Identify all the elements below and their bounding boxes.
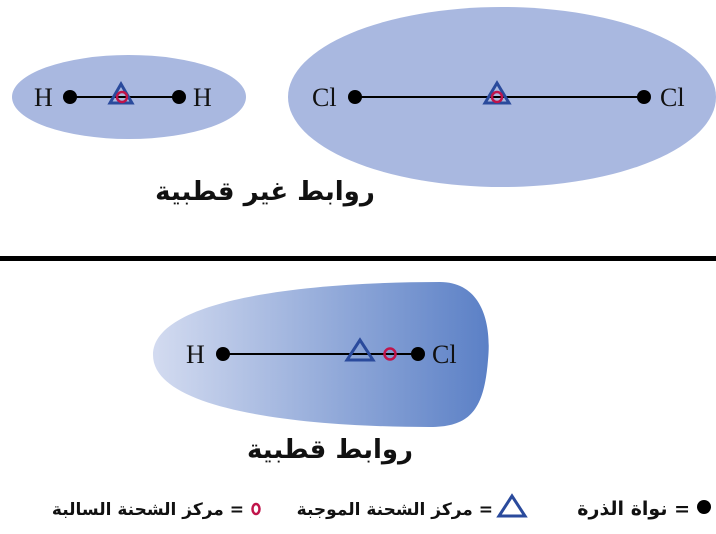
negative-center-icon <box>383 347 397 361</box>
nucleus-dot <box>637 90 651 104</box>
positive-center-legend-icon <box>496 493 528 518</box>
nucleus-dot <box>216 347 230 361</box>
cl2-molecule: Cl Cl <box>288 7 716 187</box>
nucleus-dot <box>172 90 186 104</box>
polar-bonds-label: روابط قطبية <box>247 435 413 465</box>
nucleus-legend-icon <box>697 500 711 514</box>
legend: = نواة الذرة = مركز الشحنة الموجبة = مرك… <box>52 493 711 520</box>
nonpolar-bonds-label: روابط غير قطبية <box>155 177 375 207</box>
negative-center-icon <box>115 90 129 104</box>
nucleus-dot <box>411 347 425 361</box>
legend-negative-center: = مركز الشحنة السالبة <box>52 500 244 520</box>
h2-molecule: H H <box>12 55 246 139</box>
atom-label: H <box>193 83 212 112</box>
negative-center-icon <box>490 90 504 104</box>
divider <box>0 256 716 261</box>
nucleus-dot <box>63 90 77 104</box>
atom-label: Cl <box>312 83 337 112</box>
hcl-molecule: H Cl <box>153 282 489 427</box>
negative-center-legend-icon <box>251 502 261 516</box>
atom-label: Cl <box>432 340 457 369</box>
atom-label: Cl <box>660 83 685 112</box>
legend-nucleus: = نواة الذرة <box>577 498 690 520</box>
atom-label: H <box>34 83 53 112</box>
positive-center-icon <box>344 337 376 362</box>
nucleus-dot <box>348 90 362 104</box>
atom-label: H <box>186 340 205 369</box>
legend-positive-center: = مركز الشحنة الموجبة <box>297 500 493 520</box>
